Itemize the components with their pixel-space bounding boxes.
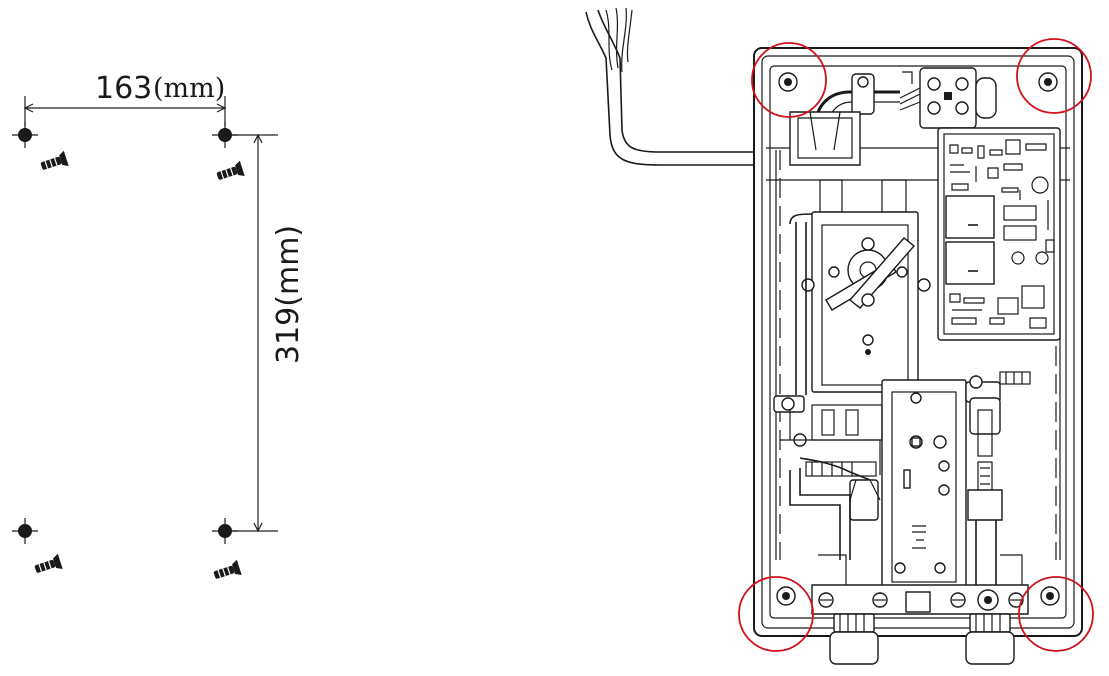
corner-screw-top-right bbox=[1038, 72, 1058, 92]
height-dimension: 319(mm) bbox=[232, 133, 306, 533]
width-value: 163 bbox=[95, 71, 152, 106]
control-board bbox=[937, 127, 1061, 341]
width-unit: (mm) bbox=[153, 73, 225, 104]
wall-plug-icon bbox=[34, 553, 63, 573]
wall-plug-icon bbox=[216, 160, 245, 180]
wall-plug-icon bbox=[40, 150, 69, 170]
mount-point-top-left bbox=[12, 122, 38, 148]
flow-sensor bbox=[965, 371, 1031, 590]
inlet-pipe bbox=[789, 73, 900, 166]
width-dimension: 163 (mm) bbox=[23, 71, 227, 126]
mount-point-bottom-left bbox=[12, 518, 38, 544]
highlight-circle-bottom-right bbox=[1018, 576, 1094, 652]
lower-left-assembly bbox=[773, 395, 883, 560]
power-cable bbox=[585, 7, 762, 166]
water-inlet-connector bbox=[829, 613, 879, 665]
bottom-bracket bbox=[811, 554, 1029, 615]
water-outlet-connector bbox=[965, 613, 1015, 665]
heating-chamber bbox=[881, 379, 967, 591]
housing-inner-rim bbox=[761, 55, 1075, 629]
corner-screw-bottom-left bbox=[776, 586, 796, 606]
highlight-circle-top-right bbox=[1016, 38, 1092, 114]
highlight-circle-top-left bbox=[751, 42, 827, 118]
corner-screw-bottom-right bbox=[1040, 586, 1060, 606]
wall-plug-icon bbox=[213, 559, 242, 579]
terminal-block bbox=[899, 67, 997, 129]
corner-screw-top-left bbox=[778, 72, 798, 92]
mounting-template: 163 (mm) 319(mm) bbox=[12, 71, 306, 579]
heating-assembly bbox=[789, 179, 931, 395]
mount-point-top-right bbox=[212, 122, 238, 148]
highlight-circle-bottom-left bbox=[738, 576, 814, 652]
heater-unit bbox=[585, 7, 1094, 665]
mount-point-bottom-right bbox=[212, 518, 238, 544]
height-label: 319(mm) bbox=[271, 225, 306, 364]
